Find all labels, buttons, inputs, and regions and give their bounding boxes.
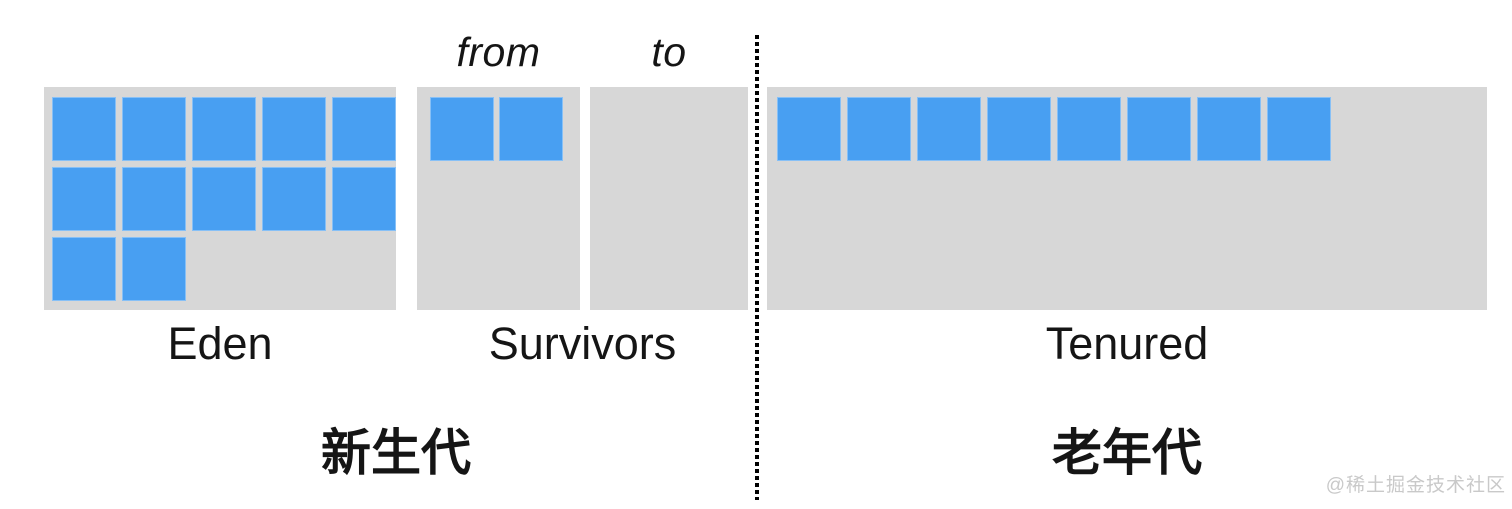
tenured-region xyxy=(767,87,1487,310)
memory-block xyxy=(192,97,256,161)
memory-block xyxy=(917,97,981,161)
generation-divider-dotted-line xyxy=(755,35,759,500)
memory-block xyxy=(52,167,116,231)
old-generation-label: 老年代 xyxy=(1052,425,1202,481)
memory-block xyxy=(332,97,396,161)
memory-block xyxy=(122,167,186,231)
memory-block xyxy=(777,97,841,161)
memory-block xyxy=(847,97,911,161)
memory-block xyxy=(1267,97,1331,161)
memory-block xyxy=(1127,97,1191,161)
memory-block xyxy=(52,97,116,161)
memory-block xyxy=(987,97,1051,161)
eden-label: Eden xyxy=(167,318,273,369)
tenured-label: Tenured xyxy=(1045,318,1209,369)
memory-block xyxy=(332,167,396,231)
memory-block xyxy=(499,97,563,161)
memory-block xyxy=(1197,97,1261,161)
memory-block xyxy=(192,167,256,231)
memory-block xyxy=(1057,97,1121,161)
survivor-from-label: from xyxy=(456,29,541,75)
memory-block xyxy=(122,97,186,161)
memory-block xyxy=(262,97,326,161)
survivor-from-region xyxy=(417,87,580,310)
survivor-to-label: to xyxy=(651,29,687,75)
memory-block xyxy=(52,237,116,301)
memory-block xyxy=(262,167,326,231)
memory-block xyxy=(430,97,494,161)
eden-region xyxy=(44,87,396,310)
watermark: @稀土掘金技术社区 xyxy=(1325,475,1506,496)
survivor-to-region xyxy=(590,87,748,310)
survivors-label: Survivors xyxy=(488,318,677,369)
young-generation-label: 新生代 xyxy=(321,425,471,481)
memory-block xyxy=(122,237,186,301)
